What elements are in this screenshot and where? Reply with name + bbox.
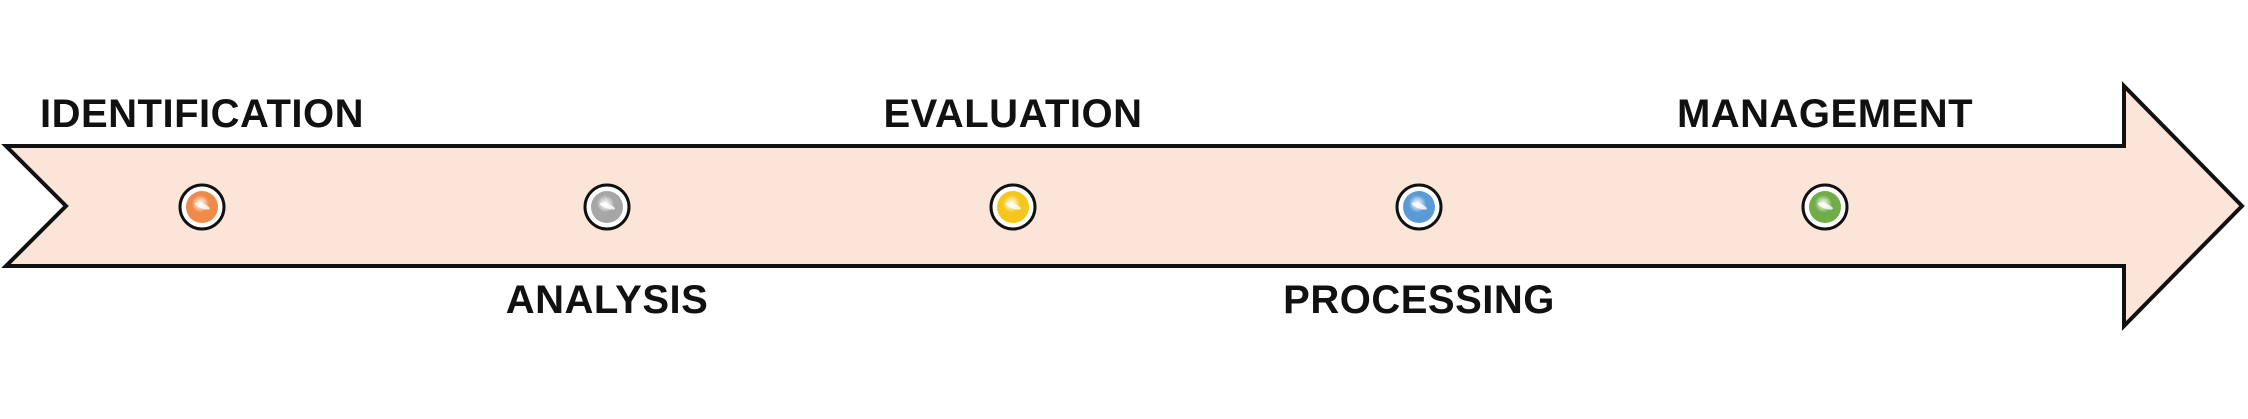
arrow-body xyxy=(1,81,2245,331)
stage-label-management: MANAGEMENT xyxy=(1676,92,1974,136)
stage-marker-identification xyxy=(178,183,226,231)
stage-marker-evaluation xyxy=(989,183,1037,231)
stage-label-processing: PROCESSING xyxy=(1283,278,1555,322)
stage-label-identification: IDENTIFICATION xyxy=(39,92,365,136)
stage-marker-processing xyxy=(1395,183,1443,231)
stage-label-evaluation: EVALUATION xyxy=(883,92,1143,136)
stage-marker-management xyxy=(1801,183,1849,231)
stage-markers xyxy=(178,183,1849,231)
stage-label-analysis: ANALYSIS xyxy=(505,278,709,322)
stage-marker-analysis xyxy=(583,183,631,231)
